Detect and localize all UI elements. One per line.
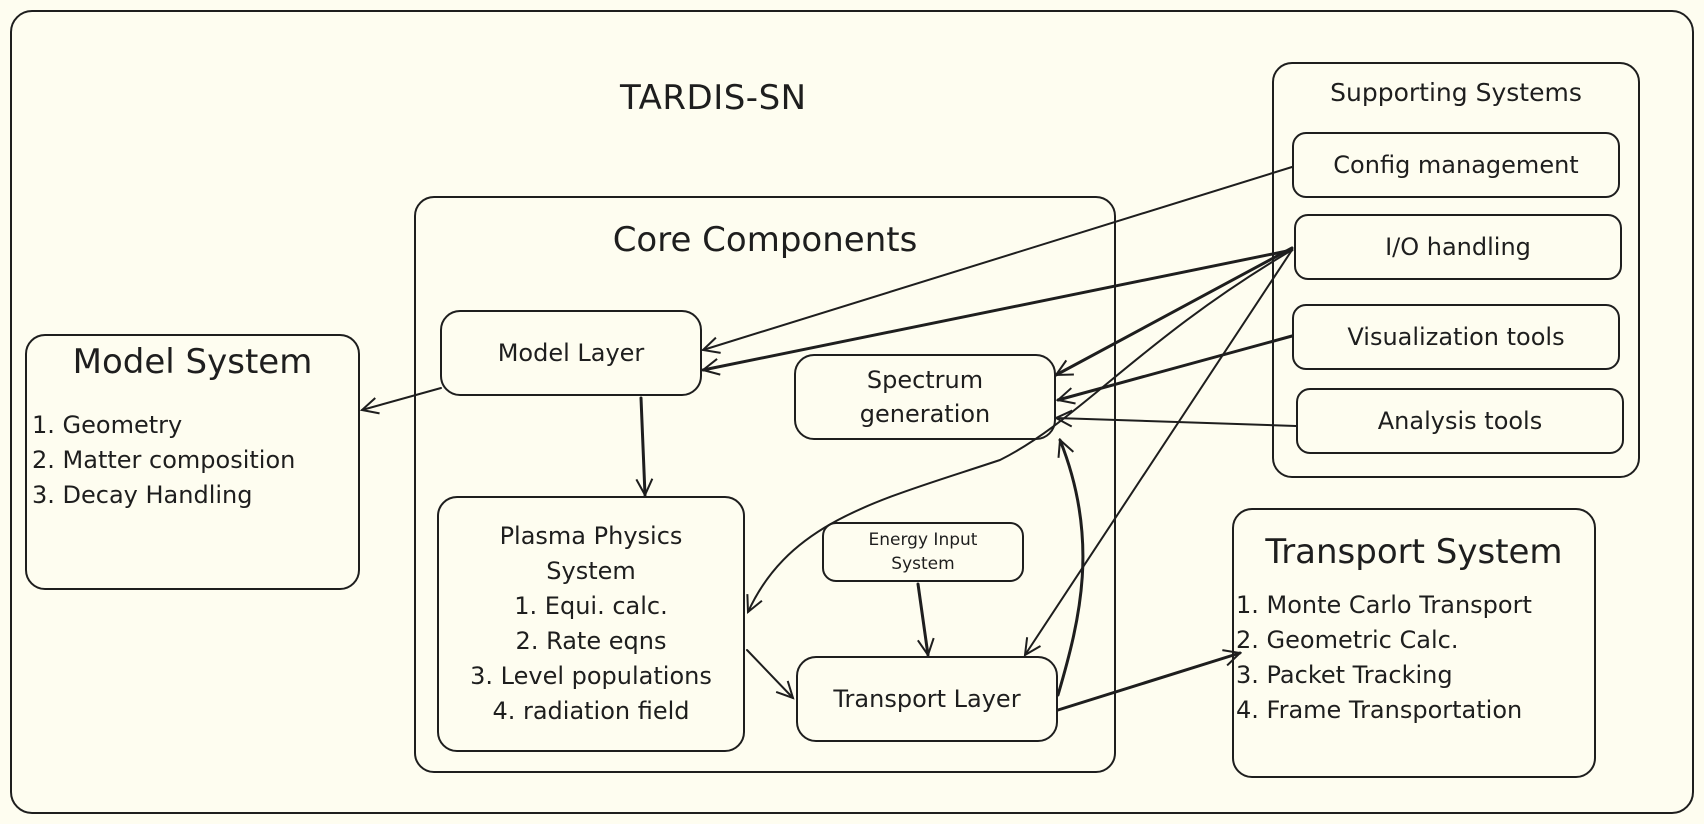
plasma-title-line-2: System: [546, 557, 636, 585]
edge-transport-layer-to-transport-system: [1056, 653, 1240, 712]
io-handling-node: I/O handling: [1294, 214, 1622, 280]
edge-model-layer-to-plasma: [641, 396, 645, 495]
model-system-item: 2. Matter composition: [32, 446, 296, 474]
transport-system-list: 1. Monte Carlo Transport 2. Geometric Ca…: [1236, 588, 1532, 728]
model-system-item: 3. Decay Handling: [32, 481, 253, 509]
model-system-list: 1. Geometry 2. Matter composition 3. Dec…: [32, 408, 295, 513]
edge-visualization-to-spectrum: [1058, 334, 1294, 400]
energy-label-line-1: Energy Input: [868, 530, 978, 550]
edge-model-layer-to-model-system: [362, 387, 442, 410]
config-management-label: Config management: [1333, 151, 1579, 179]
transport-system-item: 4. Frame Transportation: [1236, 696, 1523, 724]
edge-config-to-model-layer: [703, 166, 1293, 350]
visualization-tools-label: Visualization tools: [1347, 323, 1565, 351]
edge-analysis-to-spectrum: [1056, 418, 1297, 426]
edge-plasma-to-transport-layer: [746, 649, 793, 698]
spectrum-label-line-2: generation: [859, 400, 991, 428]
outer-frame: [10, 10, 1694, 814]
edge-io-to-plasma: [748, 249, 1293, 612]
edge-io-to-transport-layer: [1025, 249, 1293, 655]
transport-system-group: [1232, 508, 1596, 778]
visualization-tools-node: Visualization tools: [1292, 304, 1620, 370]
transport-system-item: 2. Geometric Calc.: [1236, 626, 1459, 654]
spectrum-generation-node: Spectrum generation: [794, 354, 1056, 440]
edge-energy-to-transport-layer: [916, 582, 928, 655]
supporting-systems-group: [1272, 62, 1640, 478]
transport-layer-node: Transport Layer: [796, 656, 1058, 742]
supporting-systems-title: Supporting Systems: [1330, 78, 1582, 107]
core-components-title: Core Components: [612, 220, 918, 260]
analysis-tools-node: Analysis tools: [1296, 388, 1624, 454]
edge-io-to-model-layer: [703, 248, 1294, 370]
model-layer-label: Model Layer: [497, 339, 645, 367]
edge-transport-layer-to-spectrum: [1056, 440, 1085, 697]
energy-label-line-2: System: [891, 554, 955, 574]
core-components-group: [414, 196, 1116, 773]
transport-system-item: 1. Monte Carlo Transport: [1236, 591, 1532, 619]
edge-io-to-spectrum: [1056, 246, 1294, 377]
transport-layer-label: Transport Layer: [833, 685, 1021, 713]
transport-system-item: 3. Packet Tracking: [1236, 661, 1453, 689]
energy-input-node: Energy Input System: [822, 522, 1024, 582]
plasma-item: 3. Level populations: [470, 662, 712, 690]
diagram-title: TARDIS-SN: [620, 78, 807, 118]
analysis-tools-label: Analysis tools: [1377, 407, 1543, 435]
io-handling-label: I/O handling: [1385, 233, 1531, 261]
plasma-physics-node: Plasma Physics System 1. Equi. calc. 2. …: [437, 496, 745, 752]
plasma-title-line-1: Plasma Physics: [499, 522, 683, 550]
transport-system-title: Transport System: [1265, 532, 1563, 572]
model-system-title: Model System: [72, 342, 313, 382]
model-system-group: [25, 334, 360, 590]
plasma-item: 4. radiation field: [492, 697, 690, 725]
model-layer-node: Model Layer: [440, 310, 702, 396]
config-management-node: Config management: [1292, 132, 1620, 198]
spectrum-label-line-1: Spectrum: [866, 366, 984, 394]
plasma-item: 1. Equi. calc.: [514, 592, 668, 620]
model-system-item: 1. Geometry: [32, 411, 183, 439]
plasma-item: 2. Rate eqns: [515, 627, 667, 655]
